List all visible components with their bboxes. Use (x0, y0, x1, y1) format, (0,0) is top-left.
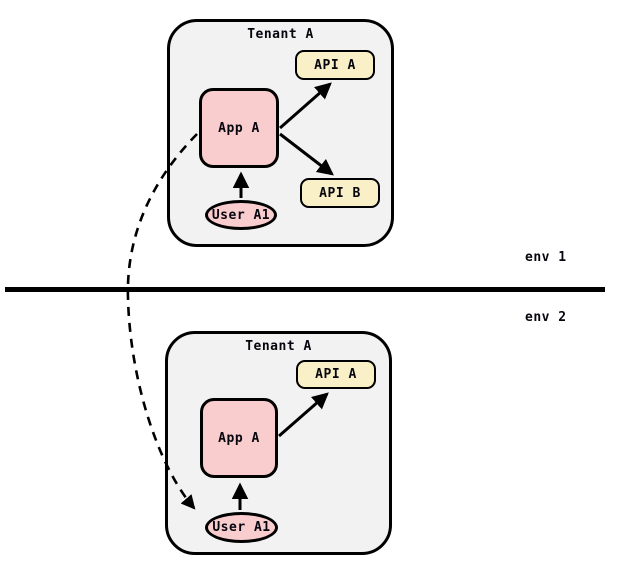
node-user-a1-env1-label: User A1 (211, 207, 271, 223)
node-api-b-env1-label: API B (319, 185, 361, 201)
node-app-a-env1: App A (199, 88, 279, 168)
node-app-a-env1-label: App A (218, 120, 260, 136)
node-user-a1-env2: User A1 (205, 512, 278, 543)
node-app-a-env2-label: App A (218, 430, 260, 446)
node-api-a-env1-label: API A (314, 57, 356, 73)
node-api-b-env1: API B (300, 178, 380, 208)
node-api-a-env1: API A (295, 50, 375, 80)
node-app-a-env2: App A (200, 398, 278, 478)
node-user-a1-env1: User A1 (205, 200, 277, 230)
tenant-env1-label: Tenant A (247, 27, 314, 42)
env2-label: env 2 (525, 310, 567, 325)
tenant-env2-label: Tenant A (245, 339, 312, 354)
node-api-a-env2: API A (296, 360, 376, 389)
node-user-a1-env2-label: User A1 (212, 520, 271, 535)
env1-label: env 1 (525, 250, 567, 265)
node-api-a-env2-label: API A (315, 367, 357, 382)
